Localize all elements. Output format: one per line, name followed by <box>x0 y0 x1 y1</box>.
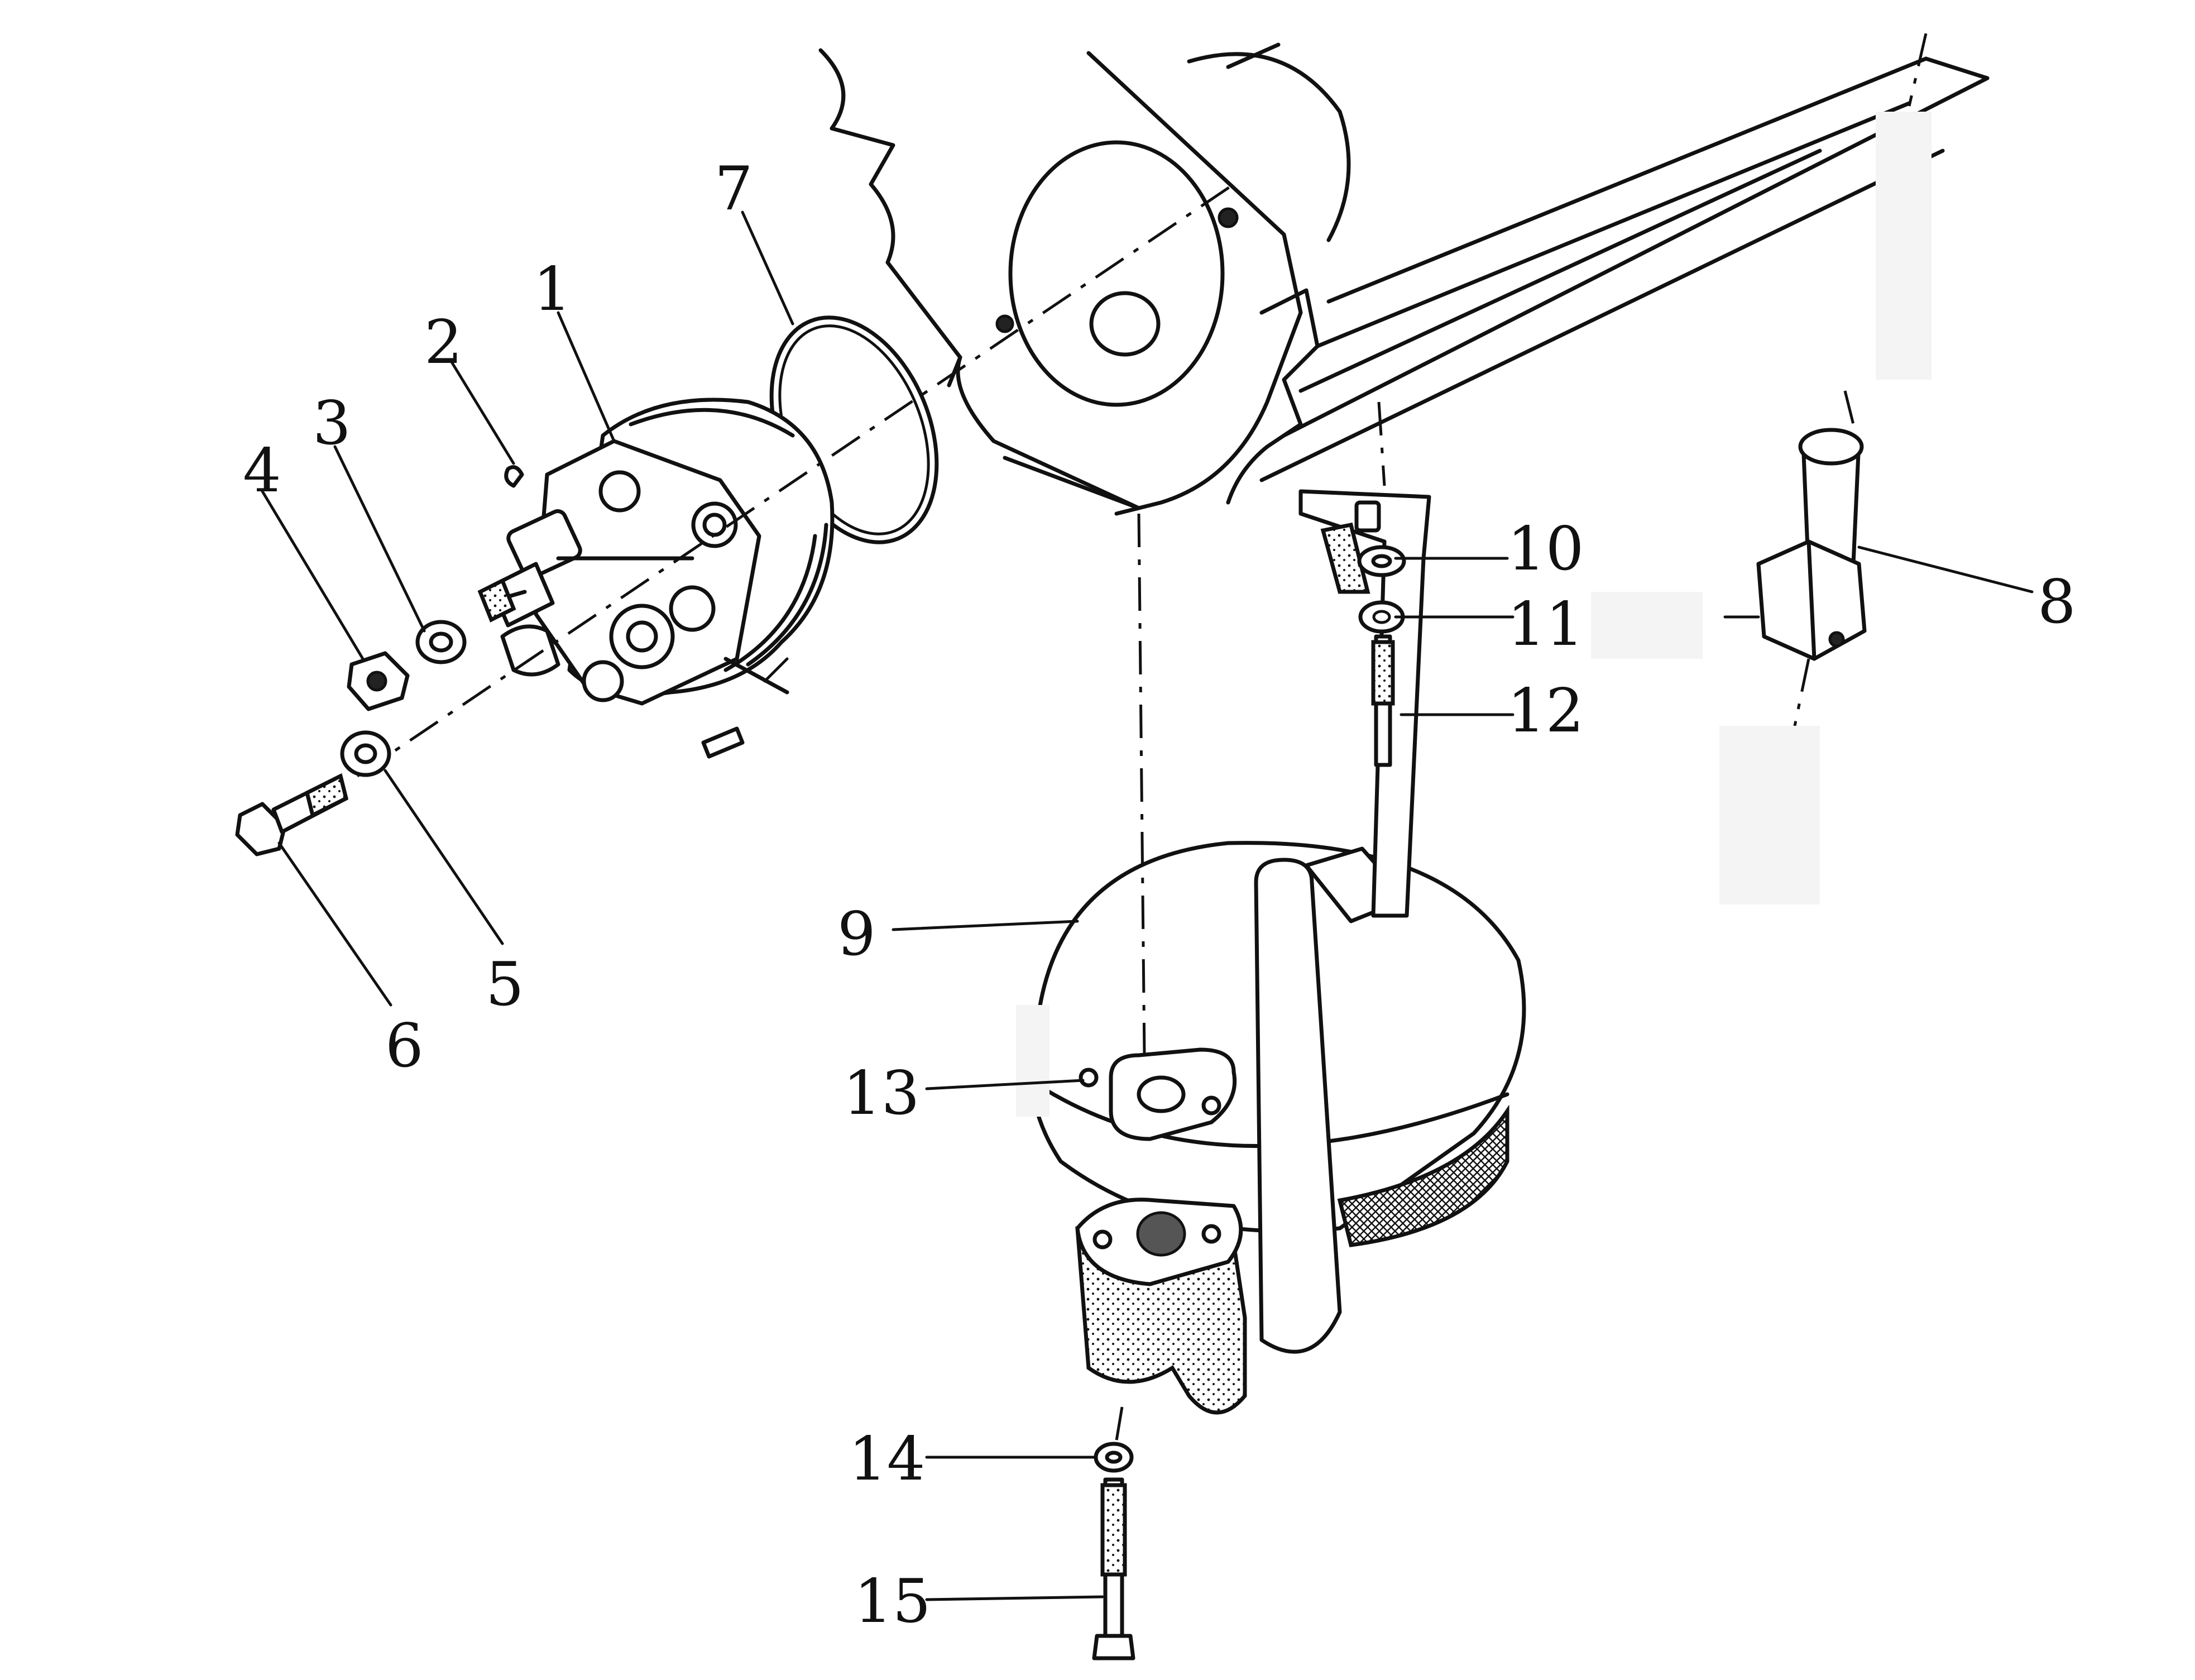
callout-labels: 1 2 3 4 5 6 7 8 9 10 11 12 13 14 15 <box>243 154 2076 1636</box>
leader-lines <box>261 210 2034 1601</box>
washer-part-10 <box>1357 545 1406 577</box>
callout-12: 12 <box>1507 676 1584 746</box>
bolt-part-15 <box>1092 1477 1135 1660</box>
oil-pan-part-9 <box>1016 489 1526 1415</box>
axis-line-pan <box>1137 513 1146 1056</box>
fitting-part-8 <box>1591 112 1932 904</box>
engine-block <box>818 42 1351 516</box>
callout-15: 15 <box>854 1567 931 1636</box>
pump-housing-part-1 <box>477 398 835 759</box>
bolt-part-6 <box>235 773 349 856</box>
stud-part-12 <box>1371 634 1395 767</box>
callout-9: 9 <box>837 899 876 969</box>
nut-part-4 <box>347 651 410 711</box>
washer-part-14 <box>1094 1442 1134 1473</box>
callout-3: 3 <box>313 389 351 458</box>
key-part-2 <box>504 465 524 488</box>
washer-part-5 <box>340 730 391 777</box>
callout-7: 7 <box>715 154 753 224</box>
washer-part-3 <box>415 620 467 664</box>
callout-5: 5 <box>486 950 524 1020</box>
callout-1: 1 <box>533 255 572 324</box>
frame-rails <box>1259 33 1990 482</box>
callout-4: 4 <box>243 436 281 506</box>
callout-14: 14 <box>849 1424 925 1494</box>
callout-11: 11 <box>1507 590 1584 659</box>
callout-2: 2 <box>424 308 463 377</box>
callout-6: 6 <box>385 1011 424 1081</box>
callout-8: 8 <box>2038 567 2076 637</box>
axis-line-pump <box>356 183 1235 778</box>
callout-13: 13 <box>843 1059 919 1128</box>
callout-10: 10 <box>1507 514 1584 584</box>
